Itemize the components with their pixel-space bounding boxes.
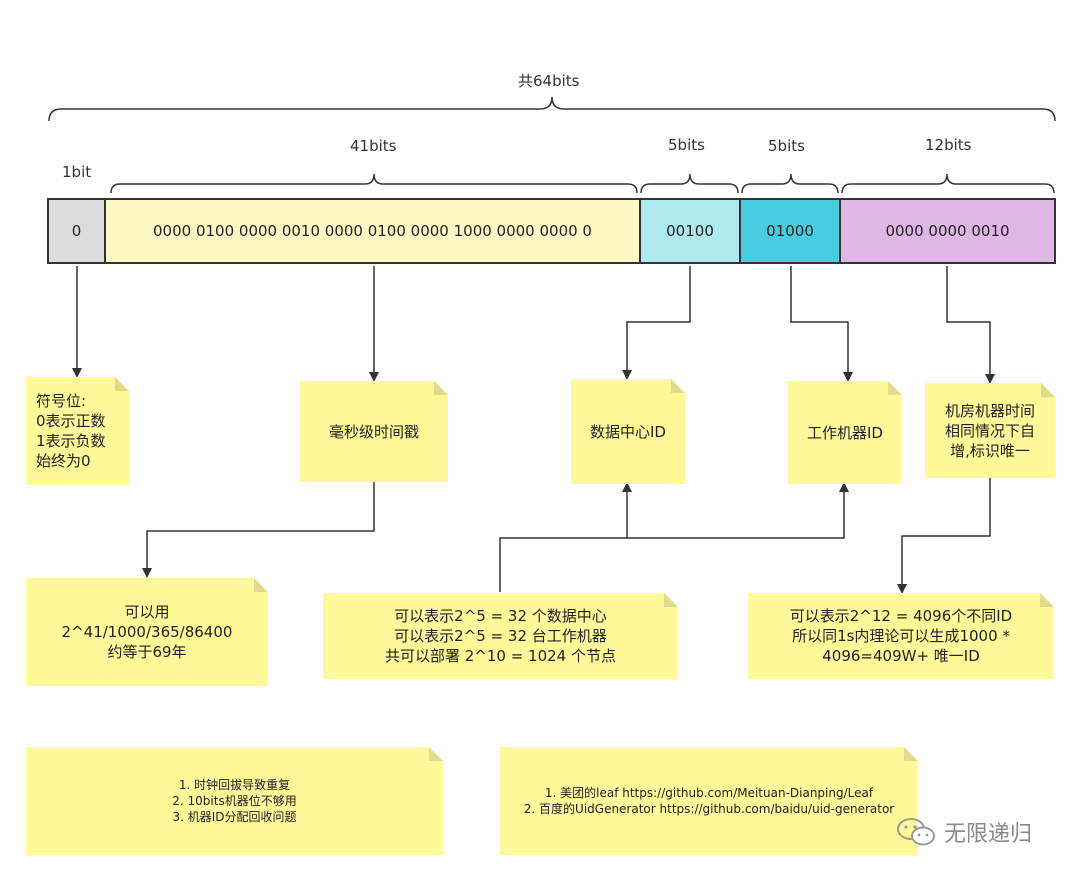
note-text: 可以表示2^5 = 32 个数据中心可以表示2^5 = 32 台工作机器共可以部… bbox=[385, 606, 616, 666]
sequence-note: 机房机器时间相同情况下自增,标识唯一 bbox=[925, 383, 1055, 478]
arrow-sequence bbox=[946, 266, 995, 384]
note-line: 1表示负数 bbox=[36, 432, 106, 450]
note-background bbox=[748, 593, 1054, 679]
note-text: 1. 时钟回拔导致重复 2. 10bits机器位不够用 3. 机器ID分配回收问题 bbox=[172, 777, 296, 825]
note-line: 2. 10bits机器位不够用 bbox=[172, 794, 297, 808]
note-text: 可以表示2^12 = 4096个不同ID 所以同1s内理论可以生成1000 * 40… bbox=[790, 606, 1012, 666]
note-background bbox=[788, 381, 902, 484]
note-line: 1. 美团的leaf https://github.com/Meituan-Di… bbox=[544, 786, 874, 800]
note-text: 符号位: 0表示正数 1表示负数始终为0 bbox=[36, 391, 106, 471]
watermark: 无限递归 bbox=[896, 816, 1032, 848]
note-text: 机房机器时间相同情况下自增,标识唯一 bbox=[945, 401, 1035, 461]
worker-bits-label: 5bits bbox=[768, 137, 805, 155]
arrow-nodes-to-worker bbox=[627, 482, 849, 539]
note-line: 增,标识唯一 bbox=[950, 441, 1030, 460]
note-background bbox=[26, 747, 443, 855]
sign-note: 符号位: 0表示正数 1表示负数始终为0 bbox=[26, 377, 129, 485]
wechat-icon bbox=[897, 818, 935, 846]
timestamp-segment: 0000 0100 0000 0010 0000 0100 0000 1000 … bbox=[106, 198, 641, 264]
nodes-note: 可以表示2^5 = 32 个数据中心可以表示2^5 = 32 台工作机器共可以部… bbox=[323, 593, 678, 679]
arrow-worker bbox=[790, 266, 853, 382]
timestamp-note: 毫秒级时间戳 bbox=[300, 381, 448, 482]
sequence-range-note: 可以表示2^12 = 4096个不同ID 所以同1s内理论可以生成1000 * 40… bbox=[748, 593, 1054, 679]
sign-bits-label: 1bit bbox=[62, 163, 92, 181]
brace-datacenter bbox=[640, 173, 739, 194]
note-text: 工作机器ID bbox=[807, 423, 883, 443]
note-line: 机房机器时间 bbox=[944, 401, 1035, 420]
arrow-timestamp-range bbox=[142, 482, 375, 578]
timestamp-range-note: 可以用 2^41/1000/365/86400 约等于69年 bbox=[26, 578, 268, 686]
total-bits-label: 共64bits bbox=[518, 72, 580, 90]
datacenter-bits-label: 5bits bbox=[668, 136, 705, 154]
note-text: 可以用 2^41/1000/365/86400 约等于69年 bbox=[62, 602, 233, 662]
note-background bbox=[323, 593, 678, 679]
note-background bbox=[300, 381, 448, 482]
note-line: 共可以部署 2^10 = 1024 个节点 bbox=[384, 647, 616, 665]
note-line: 1. 时钟回拔导致重复 bbox=[178, 778, 291, 792]
note-line: 4096=409W+ 唯一ID bbox=[822, 647, 980, 665]
note-line: 所以同1s内理论可以生成1000 * bbox=[792, 627, 1010, 645]
problems-note: 1. 时钟回拔导致重复 2. 10bits机器位不够用 3. 机器ID分配回收问题 bbox=[26, 747, 443, 855]
watermark-text: 无限递归 bbox=[944, 822, 1033, 847]
brace-total bbox=[48, 96, 1056, 122]
note-line: 约等于69年 bbox=[107, 643, 187, 661]
note-line: 可以表示2^5 = 32 个数据中心 bbox=[394, 607, 607, 625]
arrow-datacenter bbox=[622, 266, 691, 380]
note-line: 毫秒级时间戳 bbox=[328, 422, 419, 441]
datacenter-segment: 00100 bbox=[641, 198, 741, 264]
arrow-sequence-range bbox=[897, 478, 991, 594]
arrow-nodes-to-datacenter bbox=[499, 482, 632, 592]
note-text: 数据中心ID bbox=[590, 422, 666, 442]
worker-note: 工作机器ID bbox=[788, 381, 902, 484]
brace-worker bbox=[741, 173, 839, 194]
note-line: 可以表示2^5 = 32 台工作机器 bbox=[394, 627, 607, 645]
note-background bbox=[26, 377, 129, 485]
note-line: 2^41/1000/365/86400 bbox=[61, 623, 233, 641]
references-note: 1. 美团的leaf https://github.com/Meituan-Di… bbox=[500, 747, 918, 855]
note-background bbox=[571, 379, 685, 484]
brace-timestamp bbox=[110, 173, 638, 194]
brace-sequence bbox=[841, 173, 1055, 194]
worker-segment: 01000 bbox=[741, 198, 841, 264]
note-line: 符号位: bbox=[36, 392, 87, 410]
note-background bbox=[925, 383, 1055, 478]
timestamp-bits-label: 41bits bbox=[350, 137, 397, 155]
note-text: 毫秒级时间戳 bbox=[329, 422, 419, 442]
note-line: 可以表示2^12 = 4096个不同ID bbox=[789, 607, 1013, 625]
note-line: 0表示正数 bbox=[36, 412, 106, 430]
note-line: 2. 百度的UidGenerator https://github.com/ba… bbox=[523, 802, 895, 816]
note-line: 相同情况下自 bbox=[944, 421, 1035, 440]
note-background bbox=[26, 578, 268, 686]
note-line: 可以用 bbox=[124, 603, 170, 621]
note-line: 数据中心ID bbox=[590, 422, 666, 441]
note-line: 工作机器ID bbox=[807, 423, 883, 442]
note-text: 1. 美团的leaf https://github.com/Meituan-Di… bbox=[524, 785, 894, 817]
note-background bbox=[500, 747, 918, 855]
sequence-segment: 0000 0000 0010 bbox=[841, 198, 1056, 264]
datacenter-note: 数据中心ID bbox=[571, 379, 685, 484]
sign-bit-segment: 0 bbox=[47, 198, 106, 264]
note-line: 3. 机器ID分配回收问题 bbox=[172, 810, 297, 824]
sequence-bits-label: 12bits bbox=[925, 136, 972, 154]
note-line: 始终为0 bbox=[36, 452, 91, 470]
